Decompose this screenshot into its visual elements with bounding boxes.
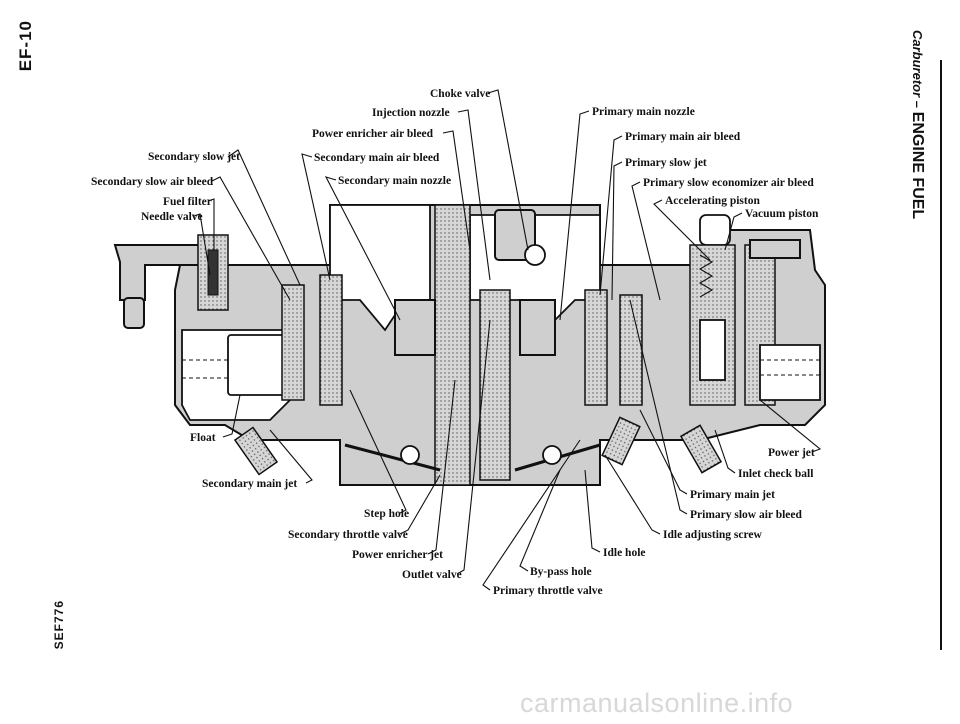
label-secondary-main-nozzle: Secondary main nozzle (338, 175, 451, 187)
label-step-hole: Step hole (364, 508, 409, 520)
label-accelerating-piston: Accelerating piston (665, 195, 760, 207)
label-by-pass-hole: By-pass hole (530, 566, 592, 578)
callout-labels: Choke valve Injection nozzle Power enric… (91, 88, 819, 597)
header-rule (940, 60, 942, 650)
label-choke-valve: Choke valve (430, 88, 490, 100)
label-fuel-filter: Fuel filter (163, 196, 212, 208)
section-header: Carburetor – ENGINE FUEL (908, 30, 926, 219)
label-secondary-slow-jet: Secondary slow jet (148, 151, 240, 163)
label-primary-slow-economizer-air-bleed: Primary slow economizer air bleed (643, 177, 814, 189)
label-primary-main-air-bleed: Primary main air bleed (625, 131, 741, 143)
label-needle-valve: Needle valve (141, 211, 203, 223)
label-float: Float (190, 432, 216, 444)
section-prefix: Carburetor – (910, 30, 925, 112)
label-primary-slow-air-bleed: Primary slow air bleed (690, 509, 802, 521)
section-title: ENGINE FUEL (909, 111, 926, 220)
label-secondary-main-jet: Secondary main jet (202, 478, 297, 490)
label-inlet-check-ball: Inlet check ball (738, 468, 813, 480)
label-primary-main-jet: Primary main jet (690, 489, 775, 501)
label-vacuum-piston: Vacuum piston (745, 208, 819, 220)
label-power-jet: Power jet (768, 447, 815, 459)
label-power-enricher-jet: Power enricher jet (352, 549, 443, 561)
watermark: carmanualsonline.info (520, 688, 794, 718)
label-outlet-valve: Outlet valve (402, 569, 462, 581)
label-primary-slow-jet: Primary slow jet (625, 157, 707, 169)
label-power-enricher-air-bleed: Power enricher air bleed (312, 128, 434, 140)
label-injection-nozzle: Injection nozzle (372, 107, 450, 119)
label-idle-hole: Idle hole (603, 547, 646, 559)
label-primary-throttle-valve: Primary throttle valve (493, 585, 603, 597)
label-secondary-main-air-bleed: Secondary main air bleed (314, 152, 440, 164)
label-secondary-throttle-valve: Secondary throttle valve (288, 529, 408, 541)
label-secondary-slow-air-bleed: Secondary slow air bleed (91, 176, 214, 188)
leader-lines (193, 89, 822, 591)
label-idle-adjusting-screw: Idle adjusting screw (663, 529, 763, 541)
label-primary-main-nozzle: Primary main nozzle (592, 106, 695, 118)
